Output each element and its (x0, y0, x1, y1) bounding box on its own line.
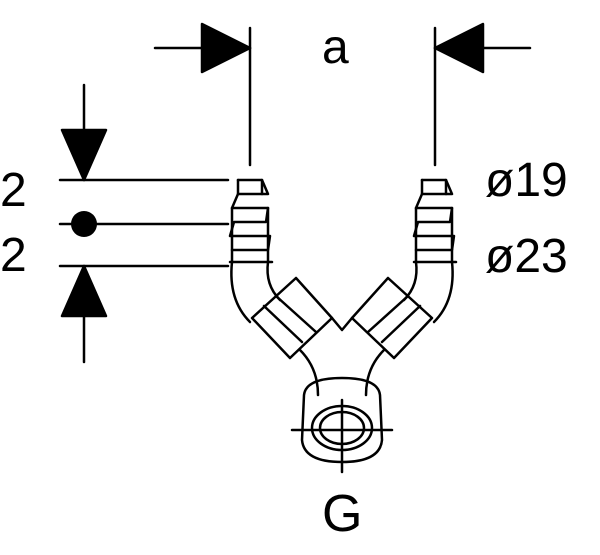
thread-label: G (322, 485, 363, 543)
left-elbow (230, 260, 334, 397)
offset-label-lower: 2 (0, 229, 27, 282)
arrow-down-icon (60, 128, 108, 182)
diameter-label-large: ø23 (485, 230, 568, 283)
left-hose-barb (228, 178, 274, 264)
thread-coupling (290, 376, 394, 474)
center-notch (330, 316, 354, 332)
dimension-a (153, 22, 532, 167)
dimension-label-a: a (322, 21, 349, 74)
arrow-right-icon (200, 22, 252, 74)
diameter-label-small: ø19 (485, 154, 568, 207)
arrow-up-icon (60, 264, 108, 318)
right-elbow (350, 260, 454, 397)
right-hose-barb (412, 178, 458, 264)
center-dot-icon (71, 211, 97, 237)
offset-label-upper: 2 (0, 164, 27, 217)
dimension-offset (58, 83, 230, 364)
arrow-left-icon (433, 22, 485, 74)
